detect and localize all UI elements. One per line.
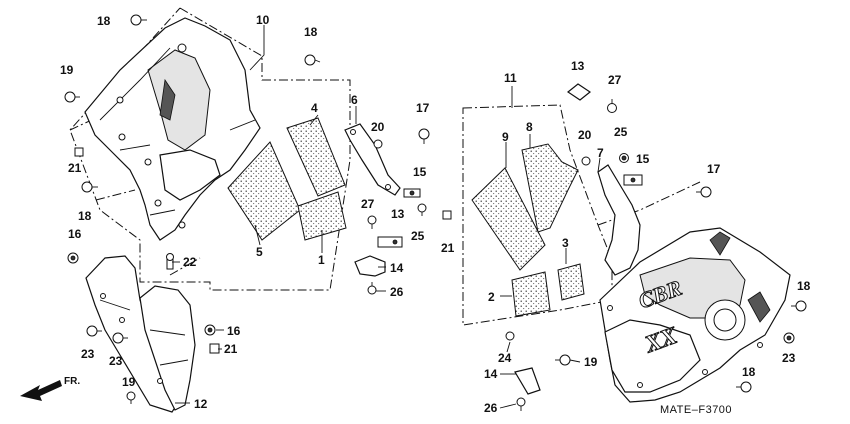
right-hardware bbox=[442, 83, 807, 411]
callout-16: 16 bbox=[68, 227, 82, 241]
callout-7: 7 bbox=[597, 146, 604, 160]
callout-18: 18 bbox=[97, 14, 111, 28]
callout-17: 17 bbox=[416, 101, 430, 115]
leader-lines bbox=[172, 25, 601, 409]
pad-part-1 bbox=[297, 191, 347, 241]
direction-label: FR. bbox=[64, 376, 80, 387]
callout-8: 8 bbox=[526, 120, 533, 134]
pad-part-2 bbox=[511, 271, 551, 317]
bracket-part-6 bbox=[344, 123, 401, 196]
callout-labels: 18 10 18 19 4 6 17 20 21 15 18 27 13 25 … bbox=[60, 13, 811, 415]
right-assembly: CBR XX bbox=[462, 104, 791, 403]
callout-19: 19 bbox=[584, 355, 598, 369]
callout-18: 18 bbox=[797, 279, 811, 293]
callout-18: 18 bbox=[304, 25, 318, 39]
callout-1: 1 bbox=[318, 253, 325, 267]
callout-13: 13 bbox=[391, 207, 405, 221]
callout-26: 26 bbox=[484, 401, 498, 415]
callout-27: 27 bbox=[361, 197, 375, 211]
callout-13: 13 bbox=[571, 59, 585, 73]
callout-21: 21 bbox=[224, 342, 238, 356]
callout-23: 23 bbox=[81, 347, 95, 361]
callout-23: 23 bbox=[109, 354, 123, 368]
callout-6: 6 bbox=[351, 93, 358, 107]
callout-23: 23 bbox=[782, 351, 796, 365]
callout-15: 15 bbox=[413, 165, 427, 179]
pad-part-3 bbox=[557, 263, 585, 301]
callout-21: 21 bbox=[68, 161, 82, 175]
callout-27: 27 bbox=[608, 73, 622, 87]
callout-18: 18 bbox=[742, 365, 756, 379]
stay-part-7 bbox=[597, 164, 641, 276]
lower-cowl-panel bbox=[139, 285, 196, 411]
pad-part-8 bbox=[521, 143, 579, 233]
callout-20: 20 bbox=[578, 128, 592, 142]
callout-22: 22 bbox=[183, 255, 197, 269]
left-assembly bbox=[69, 7, 401, 413]
callout-19: 19 bbox=[60, 63, 74, 77]
callout-21: 21 bbox=[441, 241, 455, 255]
callout-5: 5 bbox=[256, 245, 263, 259]
diagram-code: MATE–F3700 bbox=[660, 404, 732, 416]
callout-2: 2 bbox=[488, 290, 495, 304]
callout-20: 20 bbox=[371, 120, 385, 134]
callout-25: 25 bbox=[614, 125, 628, 139]
left-group-outline bbox=[69, 7, 351, 291]
callout-19: 19 bbox=[122, 375, 136, 389]
callout-16: 16 bbox=[227, 324, 241, 338]
callout-14: 14 bbox=[390, 261, 404, 275]
callout-3: 3 bbox=[562, 236, 569, 250]
inner-fairing-duct bbox=[147, 49, 211, 151]
pad-part-9 bbox=[471, 167, 546, 271]
callout-25: 25 bbox=[411, 229, 425, 243]
callout-12: 12 bbox=[194, 397, 208, 411]
callout-14: 14 bbox=[484, 367, 498, 381]
callout-11: 11 bbox=[504, 71, 517, 85]
callout-4: 4 bbox=[311, 101, 318, 115]
callout-9: 9 bbox=[502, 130, 509, 144]
pad-part-4 bbox=[286, 117, 346, 197]
left-hardware bbox=[64, 14, 430, 404]
callout-15: 15 bbox=[636, 152, 650, 166]
front-direction-arrow: FR. bbox=[20, 376, 80, 401]
callout-10: 10 bbox=[256, 13, 270, 27]
callout-24: 24 bbox=[498, 351, 512, 365]
bracket-part-14b bbox=[514, 367, 541, 395]
callout-26: 26 bbox=[390, 285, 404, 299]
callout-18: 18 bbox=[78, 209, 92, 223]
callout-17: 17 bbox=[707, 162, 721, 176]
